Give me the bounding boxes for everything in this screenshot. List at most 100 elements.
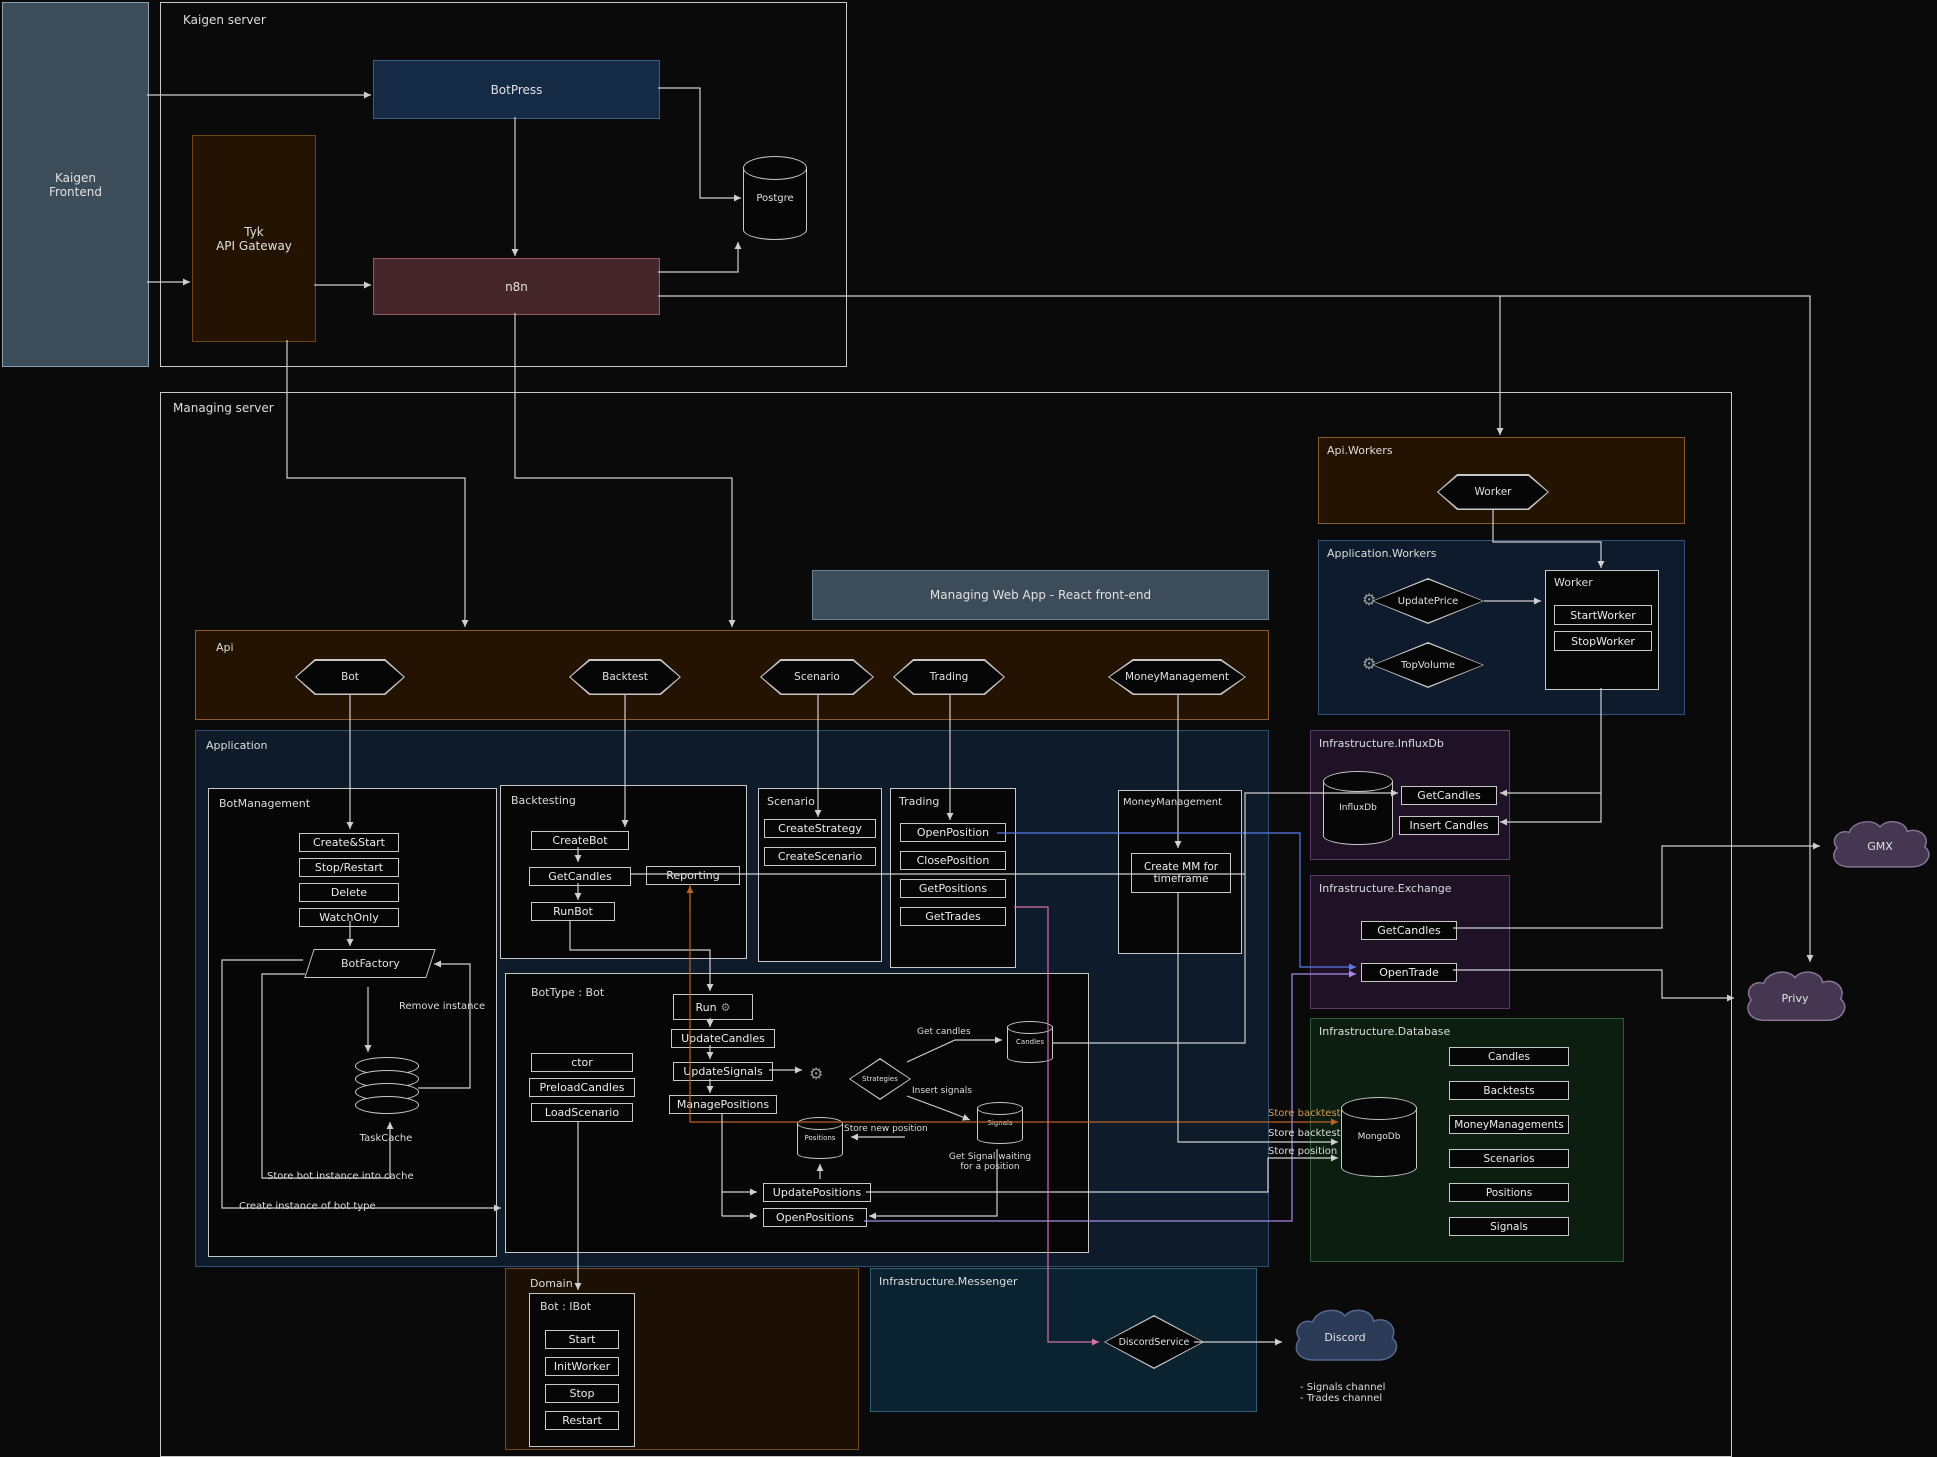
infra-influxdb-box: Infrastructure.InfluxDb InfluxDb GetCand… bbox=[1310, 730, 1510, 860]
update-positions-button[interactable]: UpdatePositions bbox=[763, 1183, 871, 1202]
trading-button[interactable]: ClosePosition bbox=[900, 851, 1006, 870]
collection-button[interactable]: Signals bbox=[1449, 1217, 1569, 1236]
api-endpoint-moneymanagement[interactable]: MoneyManagement bbox=[1108, 659, 1246, 695]
postgre-database[interactable]: Postgre bbox=[743, 156, 807, 240]
exchange-get-candles-button[interactable]: GetCandles bbox=[1361, 921, 1457, 940]
privy-cloud[interactable]: Privy bbox=[1738, 966, 1852, 1030]
signals-db[interactable]: Signals bbox=[977, 1102, 1023, 1144]
discord-service-node[interactable]: DiscordService bbox=[1104, 1315, 1204, 1369]
mongodb-database[interactable]: MongoDb bbox=[1341, 1097, 1417, 1177]
gmx-cloud[interactable]: GMX bbox=[1824, 816, 1936, 876]
collection-button[interactable]: Backtests bbox=[1449, 1081, 1569, 1100]
trading-title: Trading bbox=[899, 795, 940, 808]
gear-icon: ⚙ bbox=[1362, 654, 1377, 673]
postgre-label: Postgre bbox=[756, 192, 794, 204]
get-candles-button[interactable]: GetCandles bbox=[529, 867, 631, 886]
create-bot-button[interactable]: CreateBot bbox=[531, 831, 629, 850]
load-scenario-button[interactable]: LoadScenario bbox=[531, 1103, 633, 1122]
collection-button[interactable]: Scenarios bbox=[1449, 1149, 1569, 1168]
domain-title: Domain bbox=[530, 1277, 573, 1290]
method-button[interactable]: Start bbox=[545, 1330, 619, 1349]
tyk-api-gateway-node[interactable]: Tyk API Gateway bbox=[192, 135, 316, 342]
run-bot-button[interactable]: RunBot bbox=[531, 902, 615, 921]
botpress-node[interactable]: BotPress bbox=[373, 60, 660, 119]
create-mm-button[interactable]: Create MM for timeframe bbox=[1131, 853, 1231, 893]
preload-candles-button[interactable]: PreloadCandles bbox=[529, 1078, 635, 1097]
discord-channels-label: - Signals channel - Trades channel bbox=[1300, 1382, 1386, 1404]
api-endpoint-backtest[interactable]: Backtest bbox=[569, 659, 681, 695]
strategies-node[interactable]: Strategies bbox=[849, 1058, 911, 1100]
store-new-position-edge-label: Store new position bbox=[844, 1124, 928, 1134]
api-endpoint-bot-label: Bot bbox=[296, 660, 404, 694]
kaigen-frontend-node[interactable]: Kaigen Frontend bbox=[2, 2, 149, 367]
update-candles-button[interactable]: UpdateCandles bbox=[671, 1029, 775, 1048]
api-endpoint-trading[interactable]: Trading bbox=[893, 659, 1005, 695]
store-position-label: Store position bbox=[1268, 1146, 1338, 1157]
reporting-button[interactable]: Reporting bbox=[646, 866, 740, 885]
signals-db-label: Signals bbox=[987, 1119, 1013, 1127]
bot-factory-node[interactable]: BotFactory bbox=[304, 949, 436, 978]
positions-db[interactable]: Positions bbox=[797, 1117, 843, 1159]
privy-label: Privy bbox=[1781, 991, 1809, 1005]
bot-ibot-title: Bot : IBot bbox=[540, 1300, 592, 1313]
scenario-button[interactable]: CreateScenario bbox=[764, 847, 876, 866]
start-worker-button[interactable]: StartWorker bbox=[1554, 605, 1652, 625]
managing-web-app-node[interactable]: Managing Web App - React front-end bbox=[812, 570, 1269, 620]
manage-positions-button[interactable]: ManagePositions bbox=[669, 1095, 777, 1114]
worker-endpoint-label: Worker bbox=[1438, 475, 1548, 509]
trading-button[interactable]: GetTrades bbox=[900, 907, 1006, 926]
bot-management-title: BotManagement bbox=[219, 797, 311, 810]
gear-icon: ⚙ bbox=[1362, 590, 1377, 609]
candles-db-label: Candles bbox=[1016, 1038, 1044, 1046]
task-cache-stack[interactable] bbox=[355, 1057, 419, 1114]
bot-management-button[interactable]: Create&Start bbox=[299, 833, 399, 852]
api-endpoint-scenario[interactable]: Scenario bbox=[760, 659, 874, 695]
positions-db-label: Positions bbox=[804, 1134, 836, 1142]
trading-button[interactable]: OpenPosition bbox=[900, 823, 1006, 842]
influxdb-database[interactable]: InfluxDb bbox=[1323, 771, 1393, 845]
method-button[interactable]: Restart bbox=[545, 1411, 619, 1430]
influxdb-label: InfluxDb bbox=[1339, 803, 1377, 813]
bot-management-button[interactable]: Stop/Restart bbox=[299, 858, 399, 877]
n8n-node[interactable]: n8n bbox=[373, 258, 660, 315]
scenario-title: Scenario bbox=[767, 795, 815, 808]
discord-cloud[interactable]: Discord bbox=[1286, 1304, 1404, 1370]
run-button[interactable]: Run ⚙ bbox=[673, 994, 753, 1020]
ctor-button[interactable]: ctor bbox=[531, 1053, 633, 1072]
collection-button[interactable]: Positions bbox=[1449, 1183, 1569, 1202]
infra-database-title: Infrastructure.Database bbox=[1319, 1025, 1451, 1038]
method-button[interactable]: InitWorker bbox=[545, 1357, 619, 1376]
bot-management-button[interactable]: Delete bbox=[299, 883, 399, 902]
stop-worker-button[interactable]: StopWorker bbox=[1554, 631, 1652, 651]
cloud-shape bbox=[1295, 1309, 1398, 1361]
gear-icon: ⚙ bbox=[720, 1000, 731, 1014]
worker-endpoint-hex[interactable]: Worker bbox=[1437, 474, 1549, 510]
store-backtest-orange-label: Store backtest bbox=[1268, 1108, 1341, 1119]
exchange-open-trade-button[interactable]: OpenTrade bbox=[1361, 963, 1457, 982]
method-button[interactable]: Stop bbox=[545, 1384, 619, 1403]
influx-insert-candles-button[interactable]: Insert Candles bbox=[1399, 816, 1499, 835]
gear-icon: ⚙ bbox=[809, 1064, 824, 1083]
trading-button[interactable]: GetPositions bbox=[900, 879, 1006, 898]
worker-inner-box: Worker StartWorker StopWorker bbox=[1545, 570, 1659, 690]
open-positions-button[interactable]: OpenPositions bbox=[763, 1208, 867, 1227]
api-endpoint-bot[interactable]: Bot bbox=[295, 659, 405, 695]
update-signals-button[interactable]: UpdateSignals bbox=[673, 1062, 773, 1081]
cylinder-top bbox=[743, 156, 807, 180]
influx-get-candles-button[interactable]: GetCandles bbox=[1401, 786, 1497, 805]
bot-management-button[interactable]: WatchOnly bbox=[299, 908, 399, 927]
cloud-shape bbox=[1833, 821, 1930, 868]
collection-button[interactable]: MoneyManagements bbox=[1449, 1115, 1569, 1134]
money-management-title: MoneyManagement bbox=[1123, 797, 1223, 808]
scenario-button[interactable]: CreateStrategy bbox=[764, 819, 876, 838]
candles-db[interactable]: Candles bbox=[1007, 1021, 1053, 1063]
kaigen-server-box: Kaigen server bbox=[160, 2, 847, 367]
collection-button[interactable]: Candles bbox=[1449, 1047, 1569, 1066]
